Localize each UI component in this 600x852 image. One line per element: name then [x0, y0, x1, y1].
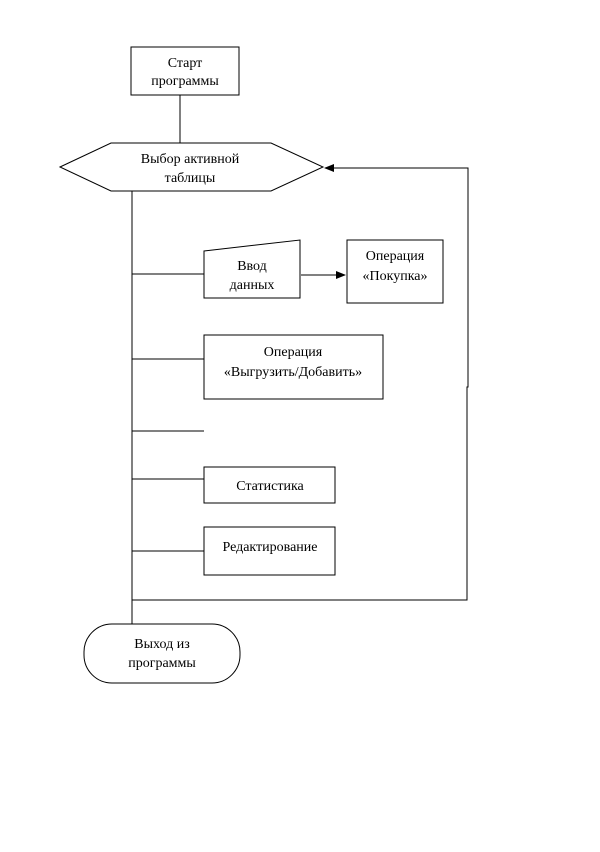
node-unload-line1: Операция — [264, 345, 323, 360]
node-start: Старт программы — [130, 46, 240, 96]
node-exit: Выход из программы — [83, 623, 241, 684]
node-select-table: Выбор активной таблицы — [58, 142, 325, 192]
node-editing: Редактирование — [203, 526, 336, 576]
node-purchase-line1: Операция — [366, 249, 425, 264]
node-unload-line2: «Выгрузить/Добавить» — [224, 365, 362, 380]
loop-back-line — [132, 164, 469, 601]
node-select-line1: Выбор активной — [141, 152, 240, 167]
node-editing-label: Редактирование — [222, 540, 317, 555]
node-select-line2: таблицы — [165, 171, 216, 186]
node-start-line1: Старт — [168, 56, 203, 71]
node-start-line2: программы — [151, 74, 219, 89]
node-exit-line1: Выход из — [134, 637, 190, 652]
node-exit-line2: программы — [128, 656, 196, 671]
node-input-data: Ввод данных — [203, 239, 301, 299]
node-purchase: Операция «Покупка» — [346, 239, 444, 304]
node-input-line1: Ввод — [237, 259, 267, 274]
node-unload-add: Операция «Выгрузить/Добавить» — [203, 334, 384, 400]
node-statistics-label: Статистика — [236, 479, 304, 494]
node-statistics: Статистика — [203, 466, 336, 504]
node-purchase-line2: «Покупка» — [362, 269, 427, 284]
node-input-line2: данных — [230, 278, 275, 293]
